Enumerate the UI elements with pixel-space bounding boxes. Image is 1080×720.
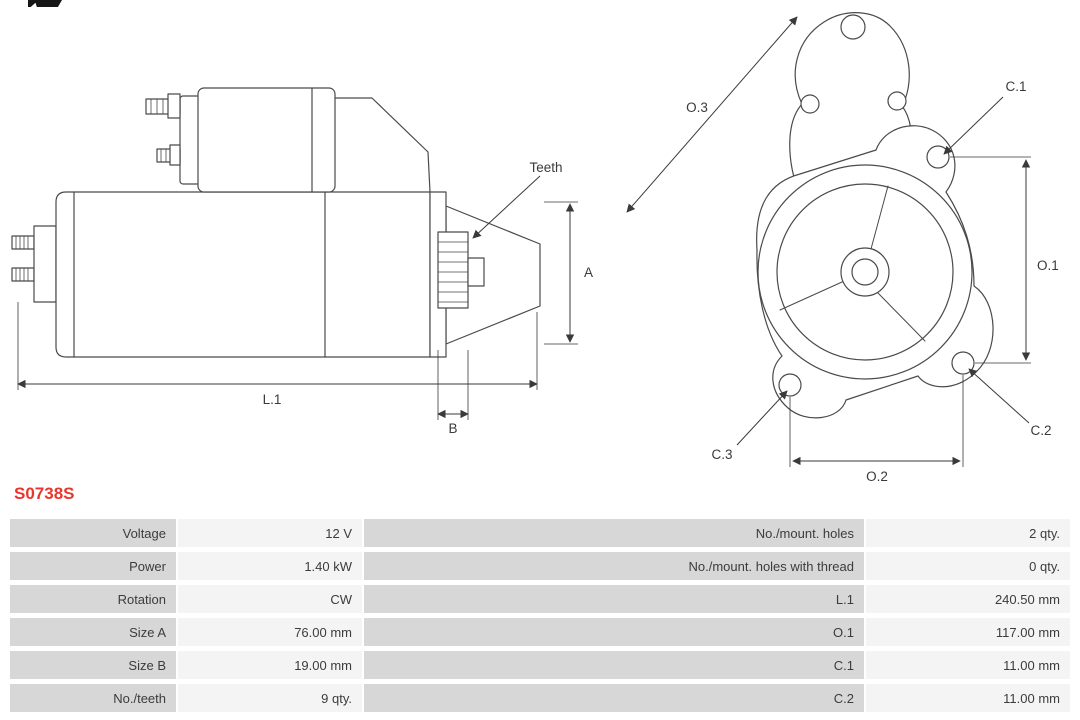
spec-value: 11.00 mm (866, 684, 1070, 712)
spec-label: L.1 (364, 585, 864, 613)
dim-label-o2: O.2 (866, 469, 888, 484)
side-view-dimensions (17, 175, 578, 420)
front-view-labels: O.3 C.1 O.1 O.2 C.3 C.2 (686, 79, 1059, 484)
dim-label-b: B (448, 421, 457, 436)
side-view-labels: A L.1 B Teeth (263, 160, 593, 436)
spec-value: 1.40 kW (178, 552, 362, 580)
front-view (756, 12, 994, 419)
dim-label-o3: O.3 (686, 100, 708, 115)
dim-label-a: A (584, 265, 593, 280)
spec-label: No./teeth (10, 684, 176, 712)
spec-value: CW (178, 585, 362, 613)
spec-label: Power (10, 552, 176, 580)
spec-label: O.1 (364, 618, 864, 646)
part-number: S0738S (14, 484, 75, 503)
spec-label: C.2 (364, 684, 864, 712)
spec-value: 2 qty. (866, 519, 1070, 547)
spec-label: Size A (10, 618, 176, 646)
spec-value: 240.50 mm (866, 585, 1070, 613)
cropped-logo-fragment (28, 0, 62, 7)
spec-value: 76.00 mm (178, 618, 362, 646)
spec-label: C.1 (364, 651, 864, 679)
dim-label-l1: L.1 (263, 392, 282, 407)
spec-value: 117.00 mm (866, 618, 1070, 646)
spec-value: 19.00 mm (178, 651, 362, 679)
spec-value: 11.00 mm (866, 651, 1070, 679)
spec-label: No./mount. holes with thread (364, 552, 864, 580)
front-view-dimensions (626, 16, 1031, 467)
spec-label: Size B (10, 651, 176, 679)
spec-table: Voltage 12 V No./mount. holes 2 qty. Pow… (10, 519, 1070, 712)
side-view (11, 87, 541, 358)
spec-label: No./mount. holes (364, 519, 864, 547)
dim-label-o1: O.1 (1037, 258, 1059, 273)
spec-value: 0 qty. (866, 552, 1070, 580)
dim-label-teeth: Teeth (529, 160, 562, 175)
spec-label: Voltage (10, 519, 176, 547)
spec-label: Rotation (10, 585, 176, 613)
starter-motor-technical-drawing: A L.1 B Teeth (11, 12, 1059, 484)
spec-value: 9 qty. (178, 684, 362, 712)
dim-label-c1: C.1 (1005, 79, 1026, 94)
spec-value: 12 V (178, 519, 362, 547)
dim-label-c3: C.3 (711, 447, 732, 462)
dim-label-c2: C.2 (1030, 423, 1051, 438)
